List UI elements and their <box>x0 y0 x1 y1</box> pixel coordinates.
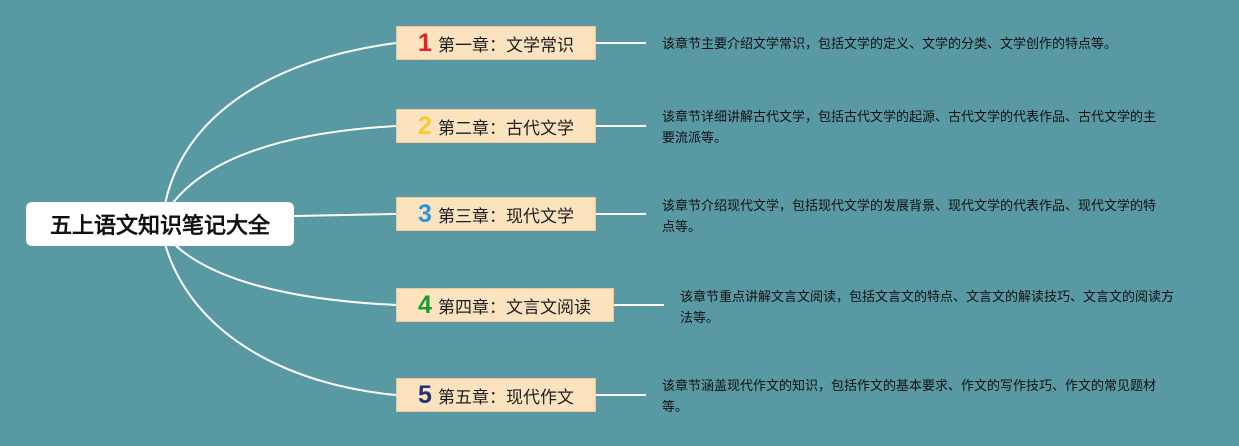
chapter-description-3: 该章节介绍现代文学，包括现代文学的发展背景、现代文学的代表作品、现代文学的特点等… <box>662 199 1157 235</box>
chapter-title-1: 第一章：文学常识 <box>438 35 574 56</box>
chapter-description-1: 该章节主要介绍文学常识，包括文学的定义、文学的分类、文学创作的特点等。 <box>662 37 1118 52</box>
branch-line-3 <box>293 213 397 217</box>
chapter-number-2: 2 <box>418 111 432 140</box>
chapter-number-3: 3 <box>418 199 432 228</box>
chapter-description-4: 该章节重点讲解文言文阅读，包括文言文的特点、文言文的解读技巧、文言文的阅读方法等… <box>680 290 1175 326</box>
chapter-title-3: 第三章：现代文学 <box>438 206 574 227</box>
root-node[interactable]: 五上语文知识笔记大全 <box>26 202 294 246</box>
chapter-title-5: 第五章：现代作文 <box>438 387 574 408</box>
chapter-node-5[interactable]: 5 第五章：现代作文 <box>396 378 596 412</box>
branch-line-2 <box>171 125 397 205</box>
chapter-node-4[interactable]: 4 第四章：文言文阅读 <box>396 288 614 322</box>
branch-line-1 <box>164 42 397 205</box>
chapter-title-4: 第四章：文言文阅读 <box>438 297 591 318</box>
chapter-node-1[interactable]: 1 第一章：文学常识 <box>396 26 596 60</box>
chapter-number-1: 1 <box>418 28 432 57</box>
root-label: 五上语文知识笔记大全 <box>49 214 270 239</box>
chapter-node-3[interactable]: 3 第三章：现代文学 <box>396 197 596 231</box>
branch-line-5 <box>164 243 397 396</box>
branch-line-4 <box>171 241 397 306</box>
chapter-number-5: 5 <box>418 380 432 409</box>
chapter-description-5: 该章节涵盖现代作文的知识，包括作文的基本要求、作文的写作技巧、作文的常见题材等。 <box>662 379 1157 415</box>
chapter-title-2: 第二章：古代文学 <box>438 118 574 139</box>
chapter-node-2[interactable]: 2 第二章：古代文学 <box>396 109 596 143</box>
chapter-number-4: 4 <box>418 290 432 319</box>
chapter-description-2: 该章节详细讲解古代文学，包括古代文学的起源、古代文学的代表作品、古代文学的主要流… <box>662 110 1157 146</box>
